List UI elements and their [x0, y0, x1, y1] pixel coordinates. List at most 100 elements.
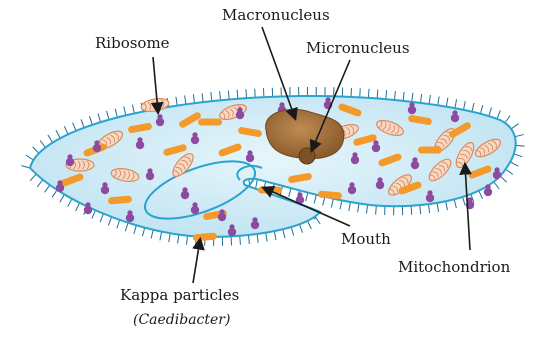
cilium — [240, 236, 241, 245]
cilium — [124, 107, 126, 116]
cilium — [255, 89, 256, 98]
cilium — [115, 109, 117, 118]
cilium — [89, 116, 92, 125]
cilium — [307, 221, 311, 229]
label-kappa-genus: (Caedibacter) — [133, 312, 230, 328]
cilium — [169, 233, 171, 242]
cilium — [299, 224, 302, 232]
cilium — [81, 119, 84, 127]
cilium — [411, 206, 412, 215]
cilium — [211, 92, 212, 101]
cilium — [56, 130, 60, 138]
cilium — [132, 105, 134, 114]
cilium — [185, 95, 186, 104]
cilium — [291, 227, 294, 236]
cilium — [283, 229, 285, 238]
cilium — [377, 89, 378, 98]
cilium — [274, 231, 276, 240]
cilium — [500, 176, 506, 182]
cilium — [151, 230, 153, 239]
cilium — [463, 197, 466, 206]
cilium — [108, 217, 111, 225]
cilium — [366, 205, 367, 214]
label-kappa-particles: Kappa particles — [120, 286, 239, 304]
cilium — [68, 199, 72, 207]
cilium — [142, 228, 144, 237]
cilium — [438, 96, 439, 105]
cilium — [412, 93, 413, 102]
cilium — [497, 110, 500, 118]
cilium — [176, 97, 177, 106]
cilium — [505, 116, 510, 123]
kappa-pointer — [193, 240, 200, 283]
cilium — [386, 90, 387, 99]
cilium — [349, 202, 351, 211]
cilium — [358, 203, 359, 212]
cilium — [160, 232, 162, 241]
cilium — [37, 180, 43, 187]
cilium — [30, 174, 36, 181]
cilium — [331, 199, 333, 208]
cilium — [60, 194, 65, 202]
cilium — [446, 201, 448, 210]
cilium — [455, 99, 457, 108]
cilium — [323, 197, 325, 206]
cilium — [315, 216, 320, 223]
cilium — [117, 220, 120, 228]
cilium — [125, 223, 128, 232]
cilium — [314, 195, 316, 204]
cilium — [472, 103, 474, 112]
cilium — [33, 147, 39, 153]
cilium — [514, 154, 523, 157]
cilium — [98, 114, 101, 123]
cilium — [510, 162, 518, 166]
cilium — [40, 140, 45, 147]
cilium — [193, 94, 194, 103]
cilium — [134, 225, 137, 234]
cilium — [257, 234, 258, 243]
cilium — [202, 93, 203, 102]
cilium — [73, 123, 76, 131]
cilium — [45, 185, 50, 192]
cilium — [289, 188, 291, 197]
cilium — [48, 135, 53, 143]
cilium — [489, 108, 492, 117]
cilium — [403, 92, 404, 101]
cilium — [515, 135, 524, 137]
cilium — [228, 91, 229, 100]
cilium — [266, 233, 267, 242]
cilium — [178, 235, 179, 244]
cilium — [360, 88, 361, 97]
label-micronucleus: Micronucleus — [306, 39, 410, 57]
cilium — [494, 182, 499, 189]
kappa-particle — [418, 147, 442, 154]
kappa-particle — [198, 119, 222, 126]
cilium — [187, 236, 188, 245]
cilium — [76, 203, 80, 211]
label-mouth: Mouth — [341, 230, 391, 248]
cilium — [463, 101, 465, 110]
cilium — [306, 193, 308, 202]
cilium — [100, 214, 103, 222]
label-ribosome: Ribosome — [95, 34, 170, 52]
micronucleus-shape — [299, 148, 315, 164]
cilium — [368, 89, 369, 98]
cilium — [64, 126, 68, 134]
cilium — [237, 90, 238, 99]
cilium — [420, 205, 421, 214]
cilium — [376, 206, 377, 215]
cilium — [446, 98, 448, 107]
label-macronucleus: Macronucleus — [222, 6, 330, 24]
cilium — [437, 203, 438, 212]
cilium — [480, 105, 482, 114]
cilium — [256, 179, 258, 188]
cilium — [394, 91, 395, 100]
cilium — [26, 155, 34, 160]
cilium — [420, 94, 421, 103]
cilium — [92, 210, 96, 218]
cilium — [454, 199, 456, 208]
cilium — [428, 204, 429, 213]
cilium — [52, 190, 57, 198]
cilium — [511, 124, 518, 129]
